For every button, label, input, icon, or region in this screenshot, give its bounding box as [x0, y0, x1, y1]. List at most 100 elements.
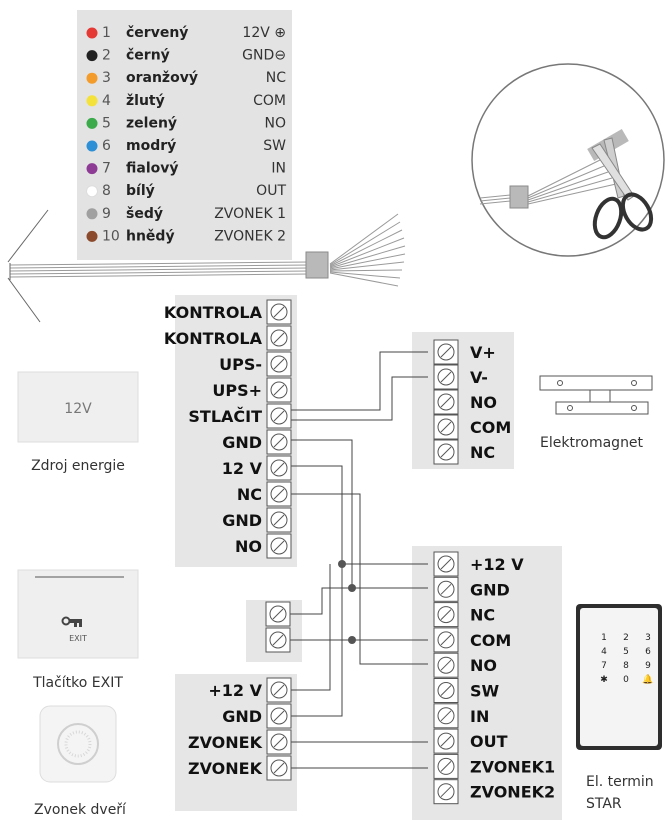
wire-function: NC	[266, 70, 286, 86]
power-supply-label: 12V	[64, 401, 92, 417]
keypad-key: 🔔	[642, 674, 653, 685]
keypad-key: 8	[623, 661, 629, 671]
wire-number: 7	[102, 161, 111, 177]
terminal-block-label: COM	[470, 631, 511, 650]
terminal-block-screw	[433, 728, 459, 754]
wire-function: SW	[263, 138, 286, 154]
wire-color-dot	[86, 95, 98, 107]
key-icon	[61, 616, 82, 627]
wire-color-dot	[86, 117, 98, 129]
power-block-screw	[266, 455, 292, 481]
wire-color-dot	[86, 27, 98, 39]
power-block-screw	[266, 507, 292, 533]
cable-sleeve	[305, 251, 329, 279]
bell-block-label: ZVONEK	[188, 759, 263, 778]
keypad-key: ✱	[600, 675, 608, 685]
wire-function: IN	[271, 161, 286, 177]
terminal-block-label: SW	[470, 682, 500, 701]
wire-number: 3	[102, 70, 111, 86]
door-bell-box	[39, 705, 117, 783]
keypad-key: 4	[601, 647, 607, 657]
magnet-block-label: COM	[470, 418, 511, 437]
wire-color-dot	[86, 208, 98, 220]
wire-number: 10	[102, 228, 120, 244]
wire-color-name: červený	[126, 25, 188, 41]
power-block-label: UPS-	[219, 355, 262, 374]
magnet-block-screw	[433, 389, 459, 415]
magnet-block-label: V-	[470, 368, 488, 387]
wire-number: 8	[102, 183, 111, 199]
wire-function: OUT	[256, 183, 286, 199]
magnet-block-label: NC	[470, 443, 495, 462]
wires	[290, 351, 428, 769]
magnet-block-panel	[412, 332, 514, 469]
exit-block-screw	[265, 601, 291, 627]
magnet-block-label: NO	[470, 393, 497, 412]
wire-color-dot	[86, 72, 98, 84]
wire-color-dot	[86, 163, 98, 175]
exit-button-caption: Tlačítko EXIT	[32, 675, 123, 691]
cable-bundle	[7, 209, 406, 323]
terminal-block-screw	[433, 551, 459, 577]
wire-color-dot	[86, 50, 98, 62]
cut-detail-sleeve	[509, 185, 529, 209]
power-supply-box	[17, 371, 139, 443]
wire-number: 4	[102, 93, 111, 109]
power-block-label: 12 V	[222, 459, 263, 478]
power-block-label: KONTROLA	[164, 329, 263, 348]
wire-number: 1	[102, 25, 111, 41]
power-supply-caption: Zdroj energie	[31, 458, 125, 474]
terminal-block-screw	[433, 753, 459, 779]
scissors-icon	[591, 137, 654, 240]
keypad-key: 3	[645, 633, 651, 643]
power-block-label: KONTROLA	[164, 303, 263, 322]
wire-function: COM	[253, 93, 286, 109]
exit-block-screw	[265, 627, 291, 653]
wire-function: ZVONEK 2	[214, 228, 286, 244]
bell-block-screw	[266, 755, 292, 781]
magnet-block-screw	[433, 414, 459, 440]
terminal-block-screw	[433, 652, 459, 678]
keypad-key: 0	[623, 675, 629, 685]
wire-legend-panel	[77, 10, 292, 260]
door-bell-caption: Zvonek dveří	[34, 802, 127, 818]
keypad-key: 6	[645, 647, 651, 657]
wire-color-name: modrý	[126, 138, 176, 154]
wire-color-name: černý	[126, 48, 170, 64]
terminal-block-label: ZVONEK1	[470, 757, 555, 776]
power-block-screw	[266, 481, 292, 507]
wire-function: 12V ⊕	[242, 25, 286, 41]
wire-function: NO	[265, 115, 287, 131]
power-block-label: GND	[222, 433, 262, 452]
exit-button-label: EXIT	[69, 634, 87, 643]
electromagnet-caption: Elektromagnet	[540, 435, 644, 451]
wire-color-dot	[86, 140, 98, 152]
terminal-block-label: GND	[470, 580, 510, 599]
terminal-caption-line1: El. termin	[586, 774, 654, 790]
terminal-block-label: NC	[470, 606, 495, 625]
terminal-block-label: OUT	[470, 732, 508, 751]
wire-color-name: zelený	[126, 115, 177, 131]
bell-block-label: GND	[222, 707, 262, 726]
wire-function: ZVONEK 1	[214, 206, 286, 222]
electromagnet-icon	[539, 375, 653, 415]
keypad-terminal	[576, 604, 662, 750]
wire-number: 2	[102, 48, 111, 64]
wire-number: 9	[102, 206, 111, 222]
keypad-key: 7	[601, 661, 607, 671]
magnet-block-screw	[433, 364, 459, 390]
power-block-screw	[266, 377, 292, 403]
bell-speaker-icon	[57, 723, 99, 765]
terminal-block-screw	[433, 779, 459, 805]
magnet-block-label: V+	[470, 343, 496, 362]
wire-color-name: žlutý	[126, 93, 165, 109]
power-block-label: UPS+	[212, 381, 262, 400]
terminal-screws	[265, 299, 459, 805]
wire-color-dot	[86, 185, 98, 198]
wire-junctions	[338, 560, 356, 644]
wire-color-dot	[86, 230, 98, 242]
